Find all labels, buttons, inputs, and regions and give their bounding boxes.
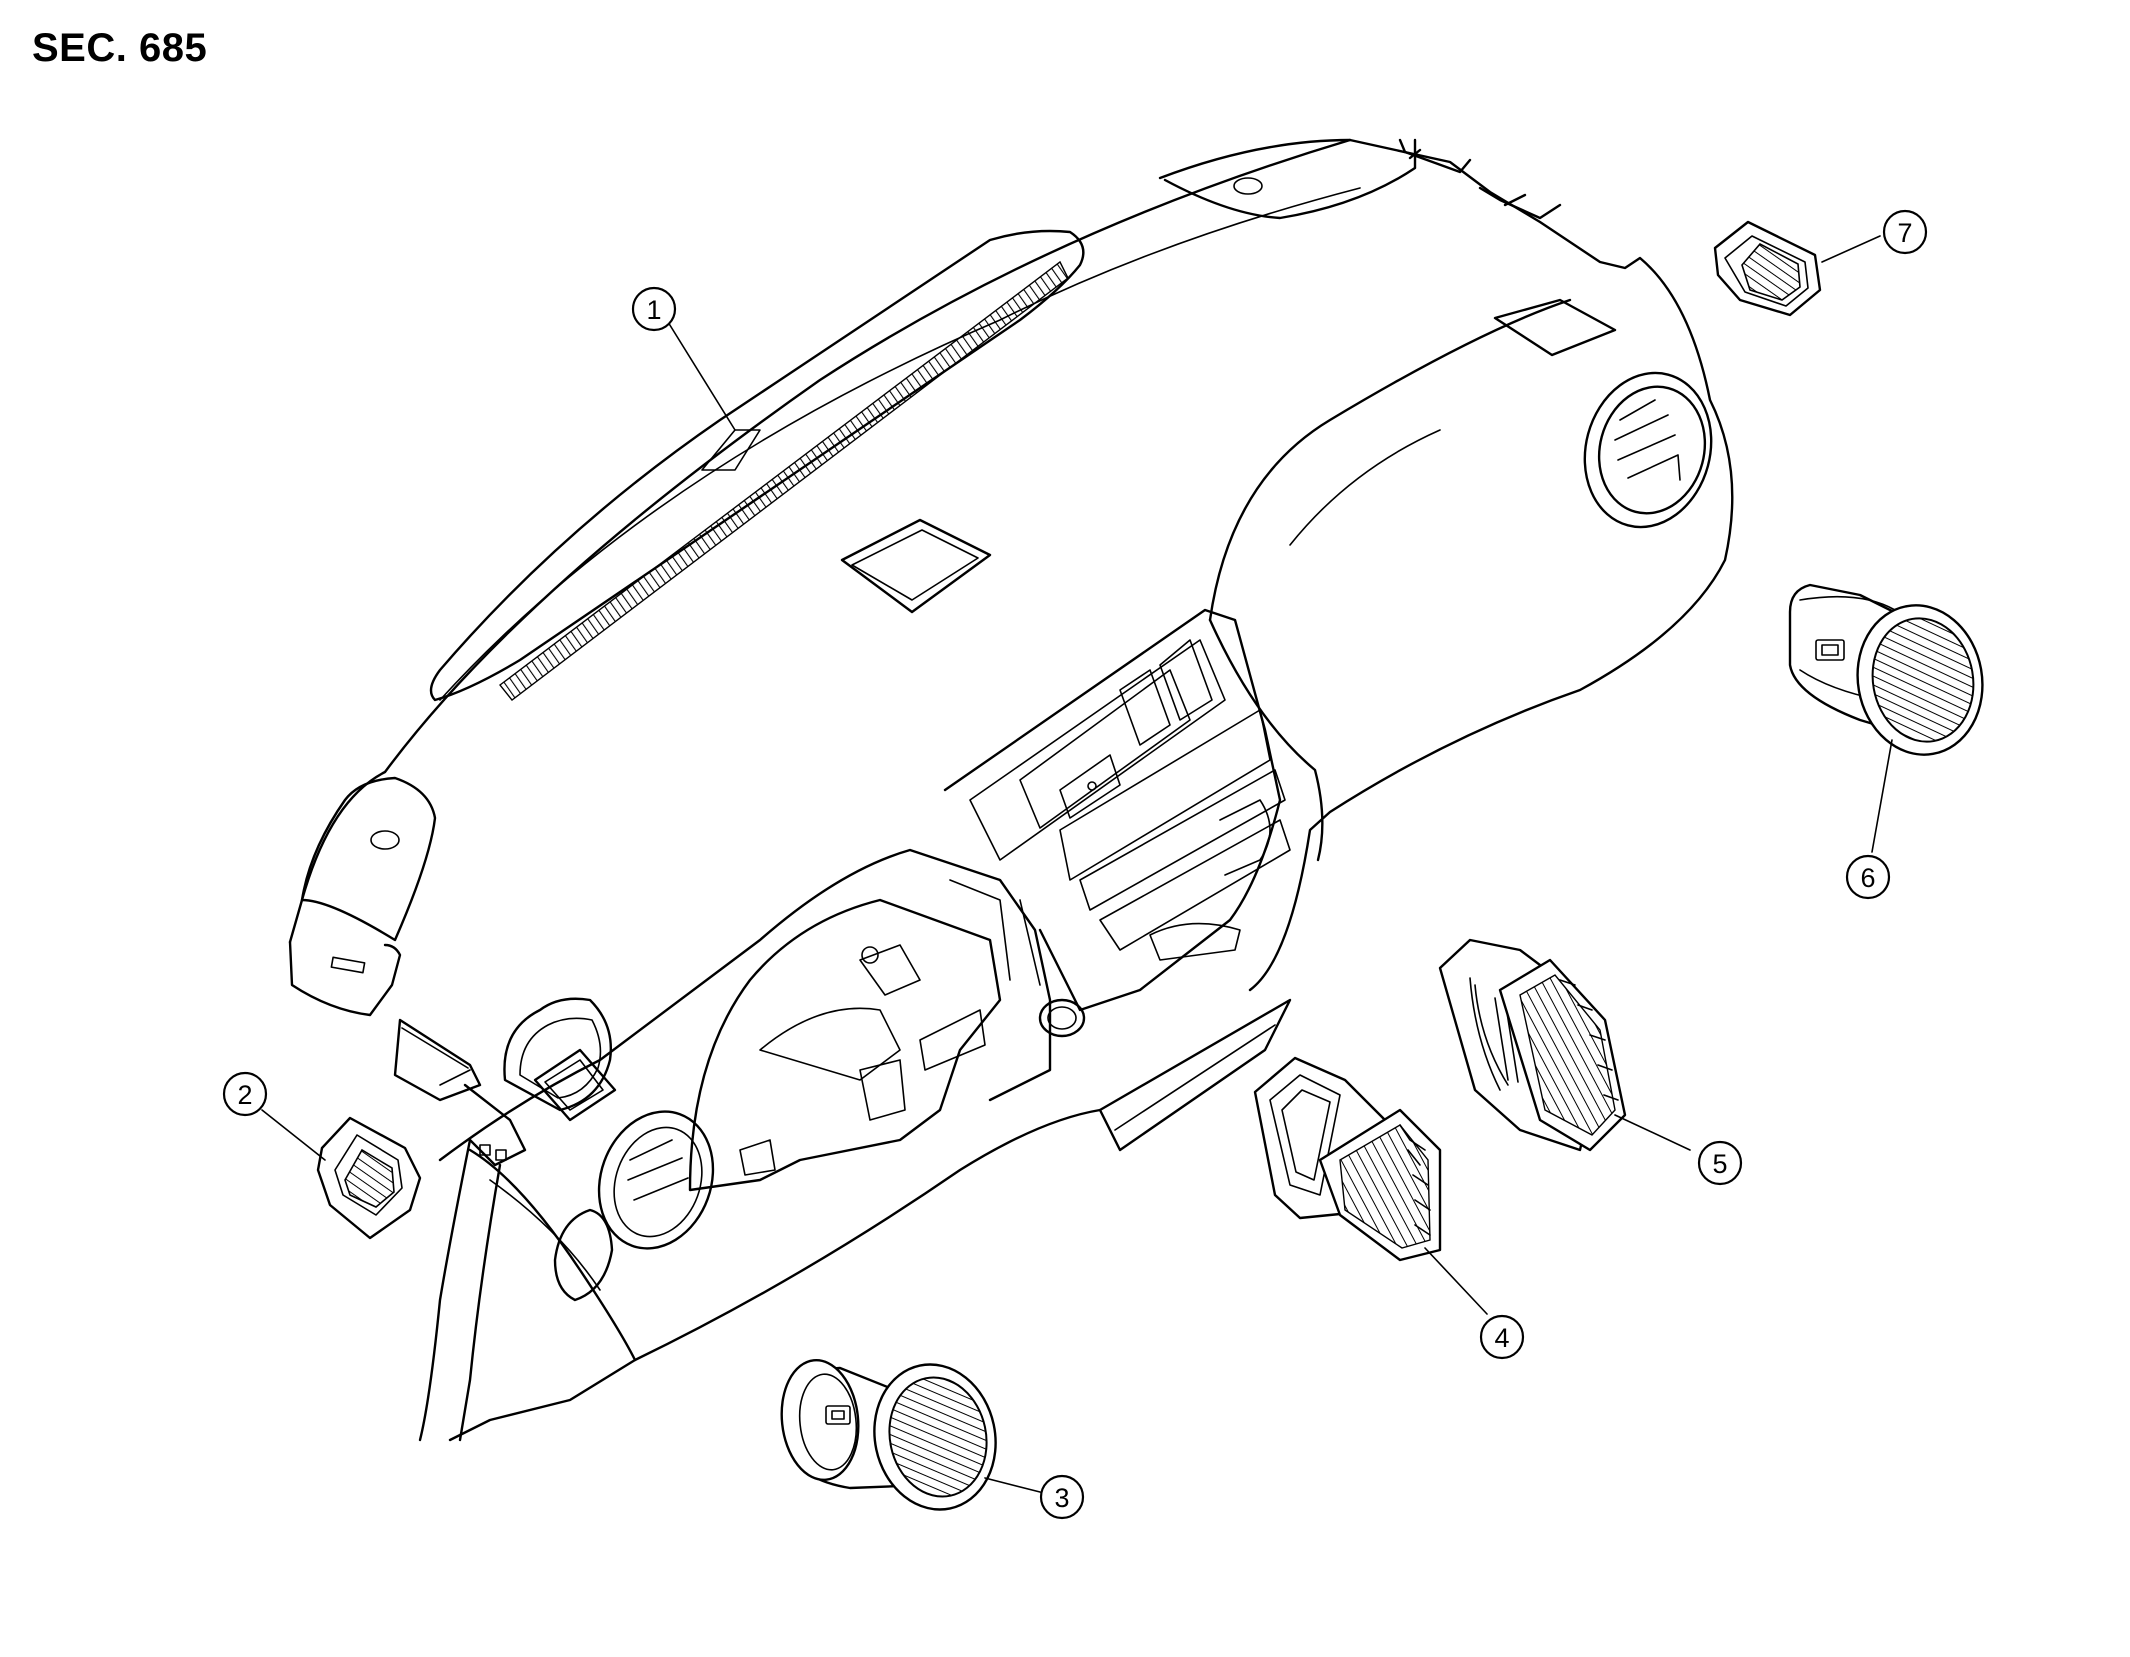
leader-1 (667, 321, 736, 431)
section-title: SEC. 685 (32, 26, 208, 70)
instrument-panel (288, 138, 1734, 1442)
callout-5: 5 (1697, 1140, 1743, 1186)
callout-7-label: 7 (1897, 218, 1912, 248)
side-ventilator-grille-right (1788, 583, 1984, 756)
leader-4 (1424, 1247, 1488, 1315)
leader-3 (984, 1477, 1041, 1493)
leader-7 (1821, 235, 1881, 263)
callout-3: 3 (1039, 1474, 1085, 1520)
callout-5-label: 5 (1712, 1149, 1727, 1179)
center-ventilator-grille-right (1438, 938, 1627, 1152)
callout-3-label: 3 (1054, 1483, 1069, 1513)
callout-6: 6 (1845, 854, 1891, 900)
callout-7: 7 (1882, 209, 1928, 255)
callout-4: 4 (1479, 1314, 1525, 1360)
leader-6 (1871, 739, 1893, 853)
defroster-grille-left (316, 1116, 422, 1240)
callout-1-label: 1 (646, 295, 661, 325)
center-ventilator-grille-left (1253, 1056, 1442, 1262)
callout-2-label: 2 (237, 1080, 252, 1110)
callout-2: 2 (222, 1071, 268, 1117)
leader-5 (1614, 1114, 1691, 1151)
leader-2 (261, 1109, 326, 1161)
side-ventilator-grille-left (780, 1358, 997, 1511)
defroster-grille-right (1713, 220, 1822, 317)
callout-1: 1 (631, 286, 677, 332)
callout-6-label: 6 (1860, 863, 1875, 893)
callout-leaders (261, 235, 1893, 1493)
callout-4-label: 4 (1494, 1323, 1509, 1353)
